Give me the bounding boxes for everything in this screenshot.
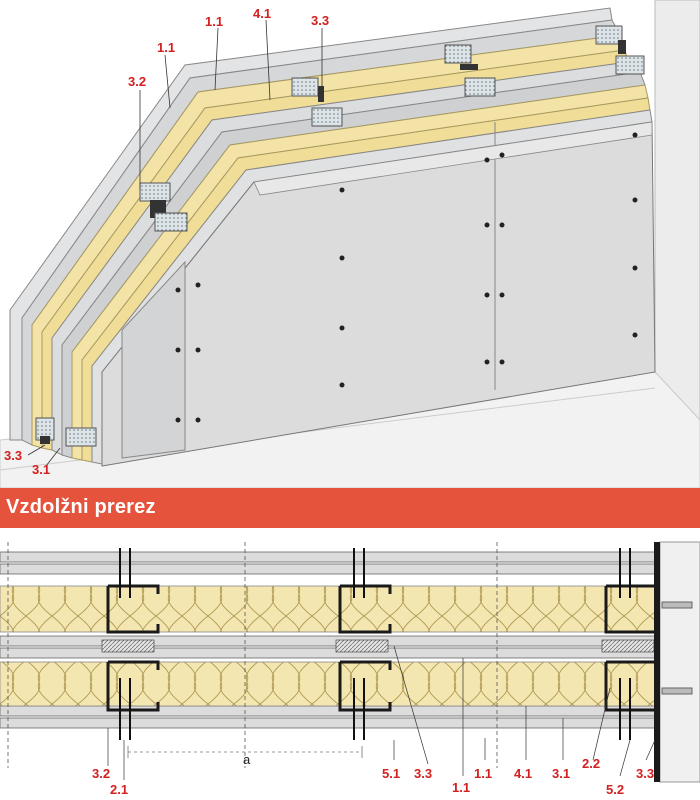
section-label-1-1-bottom: 1.1 xyxy=(452,780,470,795)
board-screws xyxy=(175,132,638,423)
section-label-3-3-right: 3.3 xyxy=(636,766,654,781)
section-label-5-2: 5.2 xyxy=(606,782,624,797)
section-tapes xyxy=(101,639,655,653)
section-label-4-1: 4.1 xyxy=(514,766,532,781)
iso-label-3-1: 3.1 xyxy=(32,462,50,477)
iso-label-1-1-top: 1.1 xyxy=(205,14,223,29)
section-label-3-2: 3.2 xyxy=(92,766,110,781)
dimension-a xyxy=(127,746,363,758)
front-board-layer xyxy=(91,109,656,467)
iso-label-3-3-bottom: 3.3 xyxy=(4,448,22,463)
section-label-3-3-mid: 3.3 xyxy=(414,766,432,781)
longitudinal-section-drawing: a 3.2 2.1 5.1 3.3 1.1 1.1 4.1 3.1 2.2 5.… xyxy=(0,541,700,797)
section-label-3-1: 3.1 xyxy=(552,766,570,781)
section-label-1-1-right: 1.1 xyxy=(474,766,492,781)
section-leader-lines xyxy=(107,645,656,780)
dimension-a-label: a xyxy=(243,752,251,767)
iso-label-1-1-left: 1.1 xyxy=(157,40,175,55)
leader-lines xyxy=(27,19,323,467)
section-title: Vzdolžni prerez xyxy=(6,496,156,518)
section-title-banner: Vzdolžni prerez xyxy=(0,488,700,528)
section-label-5-1: 5.1 xyxy=(382,766,400,781)
section-label-2-2: 2.2 xyxy=(582,756,600,771)
iso-label-3-3-top: 3.3 xyxy=(311,13,329,28)
stud-profiles xyxy=(35,25,645,447)
section-studs xyxy=(106,584,656,712)
section-label-2-1: 2.1 xyxy=(110,782,128,797)
iso-label-3-2: 3.2 xyxy=(128,74,146,89)
section-screws xyxy=(119,548,631,740)
wall-anchors xyxy=(654,541,700,783)
isometric-wall-drawing: 1.1 4.1 3.3 1.1 3.2 3.3 3.1 xyxy=(0,0,700,488)
iso-label-4-1: 4.1 xyxy=(253,6,271,21)
board-joints xyxy=(7,542,498,768)
